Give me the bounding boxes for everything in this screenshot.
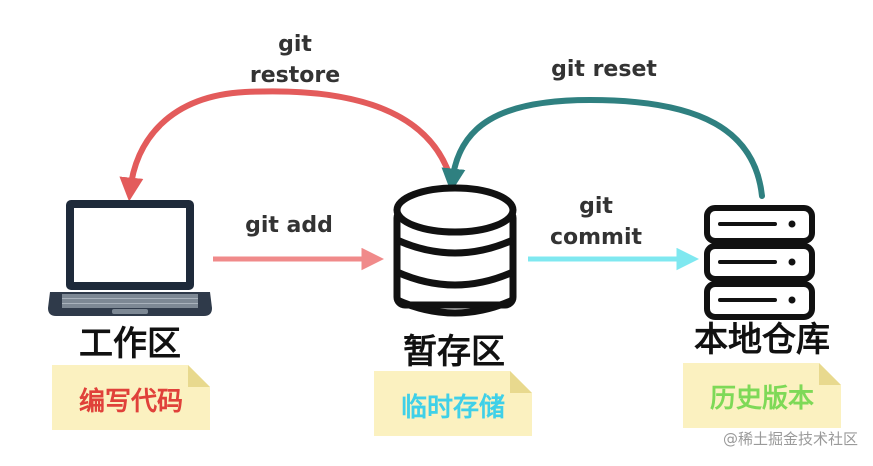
- laptop-icon: [48, 200, 212, 316]
- repository-title: 本地仓库: [694, 320, 830, 360]
- git-reset-arrow: [441, 96, 765, 199]
- git-restore-label-line2: restore: [250, 63, 340, 88]
- workspace-title: 工作区: [79, 324, 181, 364]
- server-icon: [704, 205, 815, 320]
- git-restore-arrow: [119, 88, 455, 202]
- workspace-note: 编写代码: [52, 365, 210, 430]
- staging-note: 临时存储: [374, 371, 532, 436]
- workspace-note-text: 编写代码: [79, 386, 183, 417]
- repository-note: 历史版本: [683, 363, 841, 428]
- git-commit-label-line1: git: [579, 194, 613, 219]
- git-commit-label-line2: commit: [550, 225, 643, 250]
- staging-note-text: 临时存储: [401, 392, 505, 423]
- repository-note-text: 历史版本: [710, 384, 814, 414]
- staging-title: 暂存区: [403, 332, 505, 372]
- git-restore-label-line1: git: [278, 32, 312, 57]
- git-add-label: git add: [245, 213, 333, 238]
- database-icon: [393, 184, 517, 317]
- git-reset-label: git reset: [551, 57, 657, 82]
- watermark: @稀土掘金技术社区: [723, 430, 858, 448]
